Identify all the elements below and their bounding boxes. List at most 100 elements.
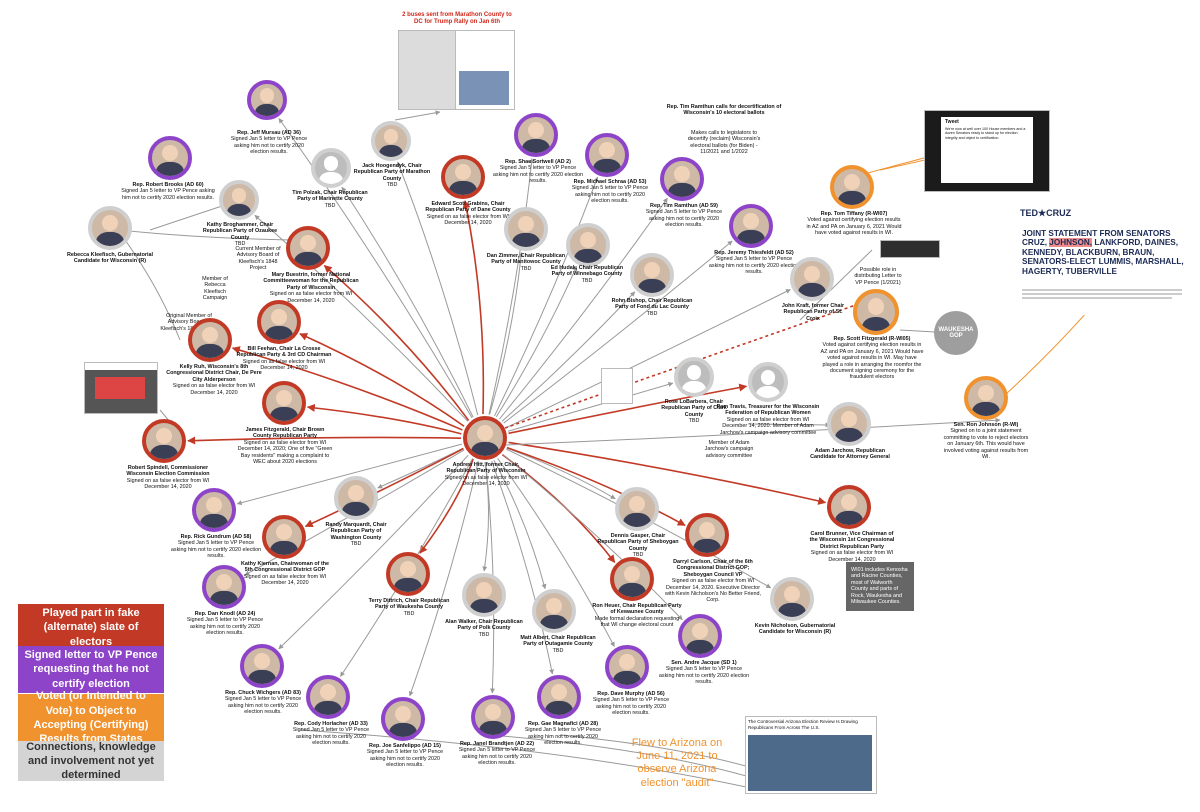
note-jarchow-committee: Member of Adam Jarchow's campaign adviso… [704,440,754,459]
desc-buestrin: Signed on as false elector from WI Decem… [269,291,353,304]
avatar-bishop [630,253,674,297]
link-brughammer [254,214,469,422]
label-ramthun: Rep. Tim Ramthun (AD 59)Signed Jan 5 let… [642,203,726,229]
note-ramthun-head: Rep. Tim Ramthun calls for decertificati… [666,104,782,117]
link-gasper [506,447,616,500]
link-grabins [462,200,485,415]
label-knodl: Rep. Dan Knodl (AD 24)Signed Jan 5 lette… [180,611,270,637]
label-ruh: Kelly Ruh, Wisconsin's 8th Congressional… [166,364,262,396]
avatar-nicholson [770,577,814,621]
desc-schraa: Signed Jan 5 letter to VP Pence asking h… [571,185,649,205]
link-buestrin [323,264,470,421]
name-tiffany: Rep. Tom Tiffany (R-WI07) [820,211,888,217]
avatar-wichgers [240,644,284,688]
name-travis: Pam Travis, Treasurer for the Wisconsin … [716,404,820,417]
label-kiernan: Kathy Kiernan, Chairwoman of the 5th Con… [240,561,330,587]
link-carlson [506,446,686,527]
label-johnson: Sen. Ron Johnson (R-WI)Signed on to a jo… [940,422,1032,460]
desc-brunner: Signed on as false elector from WI Decem… [810,550,894,563]
note-advisory-original: Original Member of Advisory Board of Kle… [160,313,218,332]
link-mursau [278,118,473,419]
desc-brandtjen: Signed Jan 5 letter to VP Pence asking h… [458,747,536,767]
name-murphy: Rep. Dave Murphy (AD 56) [597,691,665,697]
desc-travis: Signed on as false elector from WI Decem… [719,416,817,436]
avatar-brooks [148,136,192,180]
label-zimmer: Dan Zimmer, Chair Republican Party of Ma… [485,253,567,272]
desc-wichgers: Signed Jan 5 letter to VP Pence asking h… [224,696,302,716]
avatar-marquardt [334,476,378,520]
avatar-zimmer [504,207,548,251]
link-kleefisch-buestrin [119,229,291,241]
desc-marquardt: TBD [350,541,362,548]
avatar-jacque [678,614,722,658]
label-buestrin: Mary Buestrin, former National Committee… [262,272,360,304]
name-thiesfeldt: Rep. Jeremy Thiesfeldt (AD 52) [714,250,794,256]
label-marquardt: Randy Marquardt, Chair Republican Party … [316,522,396,548]
avatar-johnson [964,376,1008,420]
avatar-knodl [202,565,246,609]
avatar-horlacher [306,675,350,719]
desc-walker: TBD [478,631,490,638]
label-gundrum: Rep. Rick Gundrum (AD 58)Signed Jan 5 le… [170,534,262,560]
name-ramthun: Rep. Tim Ramthun (AD 59) [650,203,718,209]
desc-magnafici: Signed Jan 5 letter to VP Pence asking h… [524,727,602,747]
desc-murphy: Signed Jan 5 letter to VP Pence asking h… [592,697,670,717]
desc-zimmer: TBD [520,265,532,272]
name-gasper: Dennis Gasper, Chair Republican Party of… [597,533,679,552]
link-travis-jarchow [747,422,831,428]
desc-feehan: Signed on as false elector from WI Decem… [242,358,326,372]
desc-carlson: Signed on as false elector from WI Decem… [664,578,761,604]
avatar-sortwell [514,113,558,157]
avatar-walker [462,573,506,617]
name-wichgers: Rep. Chuck Wichgers (AD 83) [225,690,301,696]
avatar-gasper [615,487,659,531]
name-hudak: Ed Hudak, Chair Republican Party of Winn… [550,265,624,278]
link-wichgers-arizona [299,729,761,791]
desc-kiernan: Signed on as false elector from WI Decem… [243,573,327,587]
label-gasper: Dennis Gasper, Chair Republican Party of… [596,533,680,559]
name-brooks: Rep. Robert Brooks (AD 60) [132,182,204,188]
desc-johnson: Signed on to a joint statement committin… [943,428,1029,460]
desc-mursau: Signed Jan 5 letter to VP Pence asking h… [230,136,308,156]
name-magnafici: Rep. Gae Magnafici (AD 28) [527,721,599,727]
desc-gasper: TBD [632,552,644,559]
thumb-document [601,368,633,404]
desc-sanfelippo: Signed Jan 5 letter to VP Pence asking h… [366,749,444,769]
label-murphy: Rep. Dave Murphy (AD 56)Signed Jan 5 let… [586,691,676,717]
link-sortwell [488,158,535,415]
label-carlson: Darryl Carlson, Chair of the 6th Congres… [664,559,762,604]
avatar-tiffany [830,165,874,209]
label-hitt: Andrew Hitt, former Chair, Republican Pa… [444,462,528,488]
label-dittrich: Terry Dittrich, Chair Republican Party o… [368,598,450,617]
link-spindell [187,436,462,445]
label-schraa: Rep. Michael Schraa (AD 53)Signed Jan 5 … [566,179,654,205]
label-feehan: Bill Feehan, Chair La Crosse Republican … [236,346,332,372]
avatar-brunner [827,485,871,529]
name-sortwell: Rep. Shae Sortwell (AD 2) [505,159,571,165]
link-fitzgerald_j [306,403,462,435]
avatar-fitzgerald_j [262,381,306,425]
note-wi01: WI01 includes Kenosha and Racine Countie… [846,562,914,611]
name-zimmer: Dan Zimmer, Chair Republican Party of Ma… [486,253,566,266]
name-polzak: Tim Polzak, Chair Republican Party of Ma… [292,190,368,203]
note-ramthun-body: Makes calls to legislators to decertify … [687,130,761,156]
name-kleefisch: Rebecca Kleefisch, Gubernatorial Candida… [67,252,153,265]
label-tiffany: Rep. Tom Tiffany (R-WI07)Voted against c… [806,211,902,237]
link-kraft-letter [799,249,873,321]
avatar-hauer [610,557,654,601]
link-jacque [502,453,683,621]
avatar-hoogendyk [371,121,411,161]
link-dittrich [419,458,474,554]
label-kraft: John Kraft, former Chair Republican Part… [776,303,850,322]
avatar-fitzgerald [853,289,899,335]
avatar-kleefisch [88,206,132,250]
label-albert: Matt Albert, Chair Republican Party of O… [516,635,600,654]
label-fitzgerald: Rep. Scott Fitzgerald (R-WI05)Voted agai… [820,336,924,381]
name-brandtjen: Rep. Janel Brandtjen (AD 22) [460,741,534,747]
desc-fitzgerald_j: Signed on as false elector from WI Decem… [237,439,333,465]
desc-brooks: Signed Jan 5 letter to VP Pence asking h… [121,188,215,201]
avatar-polzak [311,148,351,188]
desc-hauer: Made formal declaration requesting that … [594,615,680,629]
desc-sortwell: Signed Jan 5 letter to VP Pence asking h… [492,165,584,185]
